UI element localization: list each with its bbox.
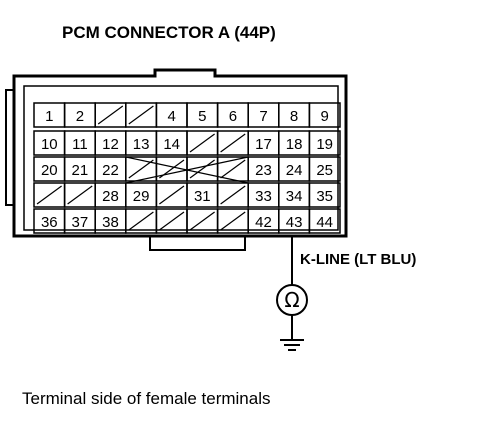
ohm-symbol: Ω (284, 288, 299, 312)
terminal-number: 4 (168, 108, 176, 125)
unused-terminal-slash (220, 211, 246, 231)
terminal-number: 38 (102, 214, 119, 231)
terminal-number: 28 (102, 188, 119, 205)
terminal-number: 44 (316, 214, 333, 231)
bottom-key (149, 236, 246, 251)
terminal-number: 1 (45, 108, 53, 125)
terminal-number: 37 (72, 214, 89, 231)
terminal-number: 2 (76, 108, 84, 125)
terminal-cavity (308, 130, 341, 156)
unused-terminal-slash (128, 159, 154, 179)
terminal-number: 7 (259, 108, 267, 125)
diagram-caption: Terminal side of female terminals (22, 389, 270, 408)
terminal-number: 9 (321, 108, 329, 125)
terminal-number: 33 (255, 188, 272, 205)
unused-terminal-slash (189, 133, 215, 153)
terminal-cavity (308, 156, 341, 182)
unused-terminal-slash (189, 159, 215, 179)
terminal-number: 6 (229, 108, 237, 125)
unused-terminal-slash (67, 185, 93, 205)
unused-terminal-slash (159, 185, 185, 205)
wire-label: K-LINE (LT BLU) (300, 251, 416, 268)
blocked-cavity-cross (125, 156, 249, 184)
unused-terminal-slash (220, 185, 246, 205)
terminal-number: 14 (163, 136, 180, 153)
connector-housing (12, 68, 348, 238)
housing-inner-rim (23, 85, 339, 231)
diagram-title: PCM CONNECTOR A (44P) (62, 23, 276, 42)
left-latch (5, 89, 14, 206)
terminal-number: 34 (286, 188, 303, 205)
unused-terminal-slash (220, 133, 246, 153)
unused-terminal-slash (128, 105, 154, 125)
terminal-cavity (308, 182, 341, 208)
terminal-number: 42 (255, 214, 272, 231)
terminal-number: 24 (286, 162, 303, 179)
unused-terminal-slash (220, 159, 246, 179)
terminal-number: 8 (290, 108, 298, 125)
unused-terminal-slash (36, 185, 62, 205)
unused-terminal-slash (189, 211, 215, 231)
unused-terminal-slash (159, 211, 185, 231)
terminal-number: 10 (41, 136, 58, 153)
terminal-number: 18 (286, 136, 303, 153)
terminal-number: 21 (72, 162, 89, 179)
terminal-cavity (308, 208, 341, 234)
terminal-number: 25 (316, 162, 333, 179)
terminal-number: 31 (194, 188, 211, 205)
terminal-number: 11 (72, 136, 88, 153)
terminal-number: 36 (41, 214, 58, 231)
unused-terminal-slash (97, 105, 124, 125)
terminal-number: 29 (133, 188, 150, 205)
terminal-number: 35 (316, 188, 333, 205)
terminal-number: 22 (102, 162, 119, 179)
terminal-number: 43 (286, 214, 303, 231)
terminal-number: 23 (255, 162, 272, 179)
terminal-number: 5 (198, 108, 206, 125)
terminal-number: 12 (102, 136, 119, 153)
unused-terminal-slash (128, 211, 154, 231)
terminal-number: 19 (316, 136, 333, 153)
terminal-cavity (308, 102, 341, 128)
terminal-number: 17 (255, 136, 272, 153)
terminal-number: 13 (133, 136, 150, 153)
terminal-number: 20 (41, 162, 58, 179)
